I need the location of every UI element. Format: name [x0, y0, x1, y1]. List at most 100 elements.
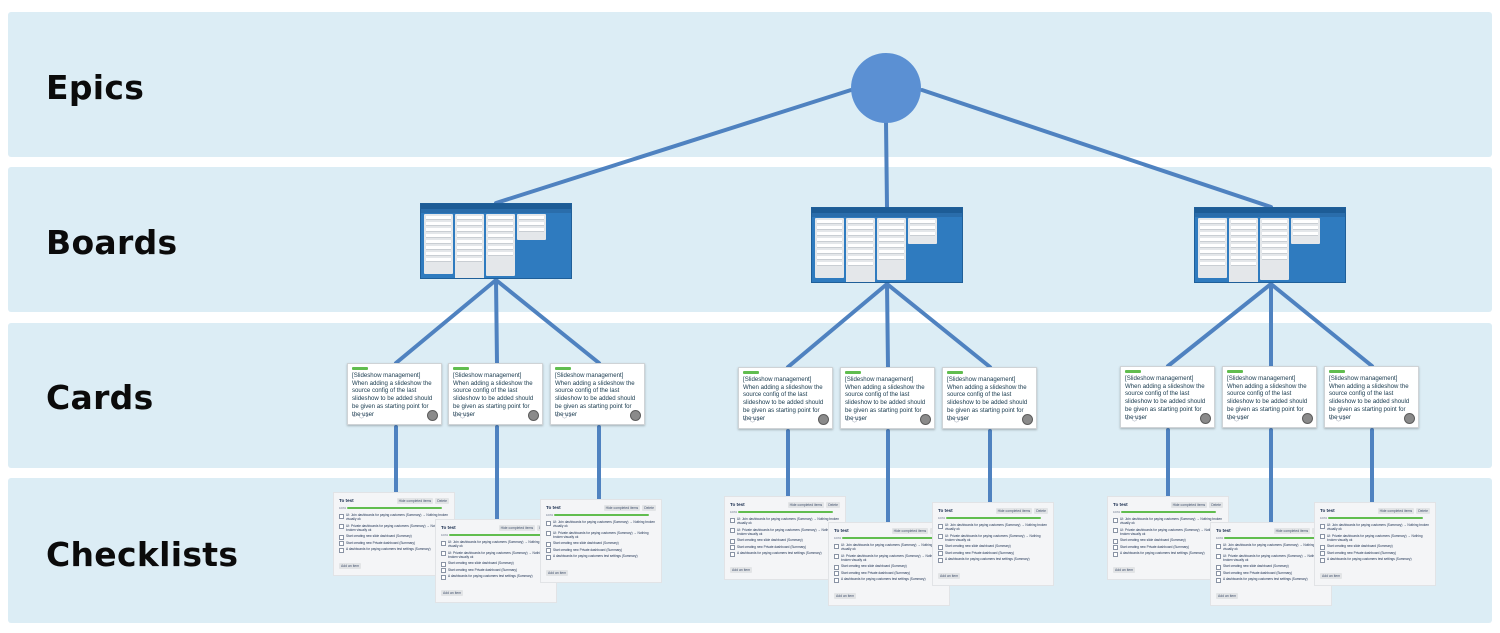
checklist-title: To test [1320, 508, 1335, 513]
checklist-item[interactable]: UI: Private dashboards for paying custom… [1113, 528, 1223, 536]
checklist-item[interactable]: A dashboards for paying customers test s… [1113, 551, 1223, 557]
card-meta: ≡ ◯ 2 [948, 417, 963, 423]
hide-completed-button[interactable]: Hide completed items [603, 504, 641, 511]
checklist-item[interactable]: Start creating new slide dashboard (Summ… [1113, 538, 1223, 544]
progress-bar [347, 507, 442, 509]
delete-button[interactable]: Delete [1209, 501, 1223, 508]
hide-completed-button[interactable]: Hide completed items [995, 507, 1033, 514]
checklist-title: To test [339, 498, 354, 503]
comment-count: 2 [960, 417, 964, 423]
hide-completed-button[interactable]: Hide completed items [891, 527, 929, 534]
delete-button[interactable]: Delete [435, 497, 449, 504]
checklist-item[interactable]: Start creating new Private dashboard (Su… [1216, 571, 1326, 576]
add-item-button[interactable]: Add an item [1216, 592, 1239, 599]
progress-bar [1224, 537, 1319, 539]
checklist-item[interactable]: UI: Join dashboards for paying customers… [546, 520, 656, 528]
progress-bar [738, 511, 833, 513]
hide-completed-button[interactable]: Hide completed items [498, 524, 536, 531]
checklist-item[interactable]: UI: Join dashboards for paying customers… [1113, 517, 1223, 525]
checklist-item[interactable]: UI: Join dashboards for paying customers… [1216, 543, 1326, 551]
checklist-item[interactable]: Start creating new slide dashboard (Summ… [339, 534, 449, 540]
add-item-button[interactable]: Add an item [339, 562, 362, 569]
checklist-item[interactable]: Start creating new Private dashboard (Su… [1113, 545, 1223, 550]
add-item-button[interactable]: Add an item [834, 592, 857, 599]
hide-completed-button[interactable]: Hide completed items [1273, 527, 1311, 534]
description-icon: ≡ [1228, 416, 1231, 422]
checklist-title: To test [938, 508, 953, 513]
delete-button[interactable]: Delete [1416, 507, 1430, 514]
checklist-item[interactable]: Start creating new slide dashboard (Summ… [441, 561, 551, 567]
checklist-item[interactable]: UI: Private dashboards for paying custom… [441, 551, 551, 559]
card: [Slideshow management] When adding a sli… [738, 367, 833, 429]
avatar [528, 410, 539, 421]
checklist-item[interactable]: A dashboards for paying customers test s… [339, 547, 449, 553]
avatar [427, 410, 438, 421]
checklist-item[interactable]: Start creating new Private dashboard (Su… [938, 551, 1048, 556]
checklist-item[interactable]: Start creating new Private dashboard (Su… [834, 571, 944, 576]
add-item-button[interactable]: Add an item [1320, 572, 1343, 579]
checklist-item[interactable]: A dashboards for paying customers test s… [1320, 557, 1430, 563]
progress-bar [946, 517, 1041, 519]
description-icon: ≡ [556, 413, 559, 419]
hide-completed-button[interactable]: Hide completed items [787, 501, 825, 508]
checklist-item[interactable]: A dashboards for paying customers test s… [730, 551, 840, 557]
checklist-item[interactable]: Start creating new Private dashboard (Su… [339, 541, 449, 546]
checklist-item[interactable]: UI: Join dashboards for paying customers… [339, 513, 449, 521]
board-thumbnail [420, 203, 572, 279]
checklist-item[interactable]: UI: Private dashboards for paying custom… [1216, 554, 1326, 562]
checklist-item[interactable]: UI: Join dashboards for paying customers… [1320, 523, 1430, 531]
checklist-item[interactable]: UI: Private dashboards for paying custom… [730, 528, 840, 536]
add-item-button[interactable]: Add an item [938, 572, 961, 579]
checklist-item[interactable]: Start creating new slide dashboard (Summ… [1216, 564, 1326, 570]
add-item-button[interactable]: Add an item [1113, 566, 1136, 573]
checklist-item[interactable]: UI: Private dashboards for paying custom… [546, 531, 656, 539]
card: [Slideshow management] When adding a sli… [942, 367, 1037, 429]
checklist-item[interactable]: UI: Private dashboards for paying custom… [834, 554, 944, 562]
checklist-title: To test [730, 502, 745, 507]
checklist-item[interactable]: Start creating new Private dashboard (Su… [730, 545, 840, 550]
checklist-item[interactable]: UI: Private dashboards for paying custom… [938, 534, 1048, 542]
checklist-item[interactable]: Start creating new slide dashboard (Summ… [938, 544, 1048, 550]
card: [Slideshow management] When adding a sli… [1222, 366, 1317, 428]
card: [Slideshow management] When adding a sli… [1120, 366, 1215, 428]
add-item-button[interactable]: Add an item [730, 566, 753, 573]
checklist-item[interactable]: Start creating new Private dashboard (Su… [441, 568, 551, 573]
delete-button[interactable]: Delete [826, 501, 840, 508]
add-item-button[interactable]: Add an item [546, 569, 569, 576]
card: [Slideshow management] When adding a sli… [347, 363, 442, 425]
checklist-item[interactable]: Start creating new slide dashboard (Summ… [546, 541, 656, 547]
hide-completed-button[interactable]: Hide completed items [1170, 501, 1208, 508]
hide-completed-button[interactable]: Hide completed items [1377, 507, 1415, 514]
progress-bar [554, 514, 649, 516]
hide-completed-button[interactable]: Hide completed items [396, 497, 434, 504]
checklist-item[interactable]: UI: Join dashboards for paying customers… [834, 543, 944, 551]
checklist-item[interactable]: Start creating new slide dashboard (Summ… [834, 564, 944, 570]
checklist-item[interactable]: UI: Join dashboards for paying customers… [730, 517, 840, 525]
avatar [818, 414, 829, 425]
checklist-item[interactable]: A dashboards for paying customers test s… [441, 574, 551, 580]
checklist-item[interactable]: Start creating new Private dashboard (Su… [1320, 551, 1430, 556]
comment-icon: ◯ [1233, 416, 1240, 422]
checklist-item[interactable]: UI: Private dashboards for paying custom… [339, 524, 449, 532]
checklist-item[interactable]: Start creating new Private dashboard (Su… [546, 548, 656, 553]
comment-icon: ◯ [851, 417, 858, 423]
card-label [1125, 370, 1141, 373]
checklist-item[interactable]: A dashboards for paying customers test s… [834, 577, 944, 583]
checklist-item[interactable]: Start creating new slide dashboard (Summ… [730, 538, 840, 544]
card-title: [Slideshow management] When adding a sli… [352, 372, 433, 418]
delete-button[interactable]: Delete [1034, 507, 1048, 514]
checklist-item[interactable]: A dashboards for paying customers test s… [938, 557, 1048, 563]
card-label [555, 367, 571, 370]
avatar [630, 410, 641, 421]
comment-icon: ◯ [459, 413, 466, 419]
checklist-item[interactable]: UI: Private dashboards for paying custom… [1320, 534, 1430, 542]
delete-button[interactable]: Delete [642, 504, 656, 511]
checklist-item[interactable]: UI: Join dashboards for paying customers… [441, 540, 551, 548]
checklist-item[interactable]: UI: Join dashboards for paying customers… [938, 523, 1048, 531]
checklist-item[interactable]: Start creating new slide dashboard (Summ… [1320, 544, 1430, 550]
checklist-item[interactable]: A dashboards for paying customers test s… [546, 554, 656, 560]
add-item-button[interactable]: Add an item [441, 589, 464, 596]
checklist-item[interactable]: A dashboards for paying customers test s… [1216, 577, 1326, 583]
comment-icon: ◯ [358, 413, 365, 419]
